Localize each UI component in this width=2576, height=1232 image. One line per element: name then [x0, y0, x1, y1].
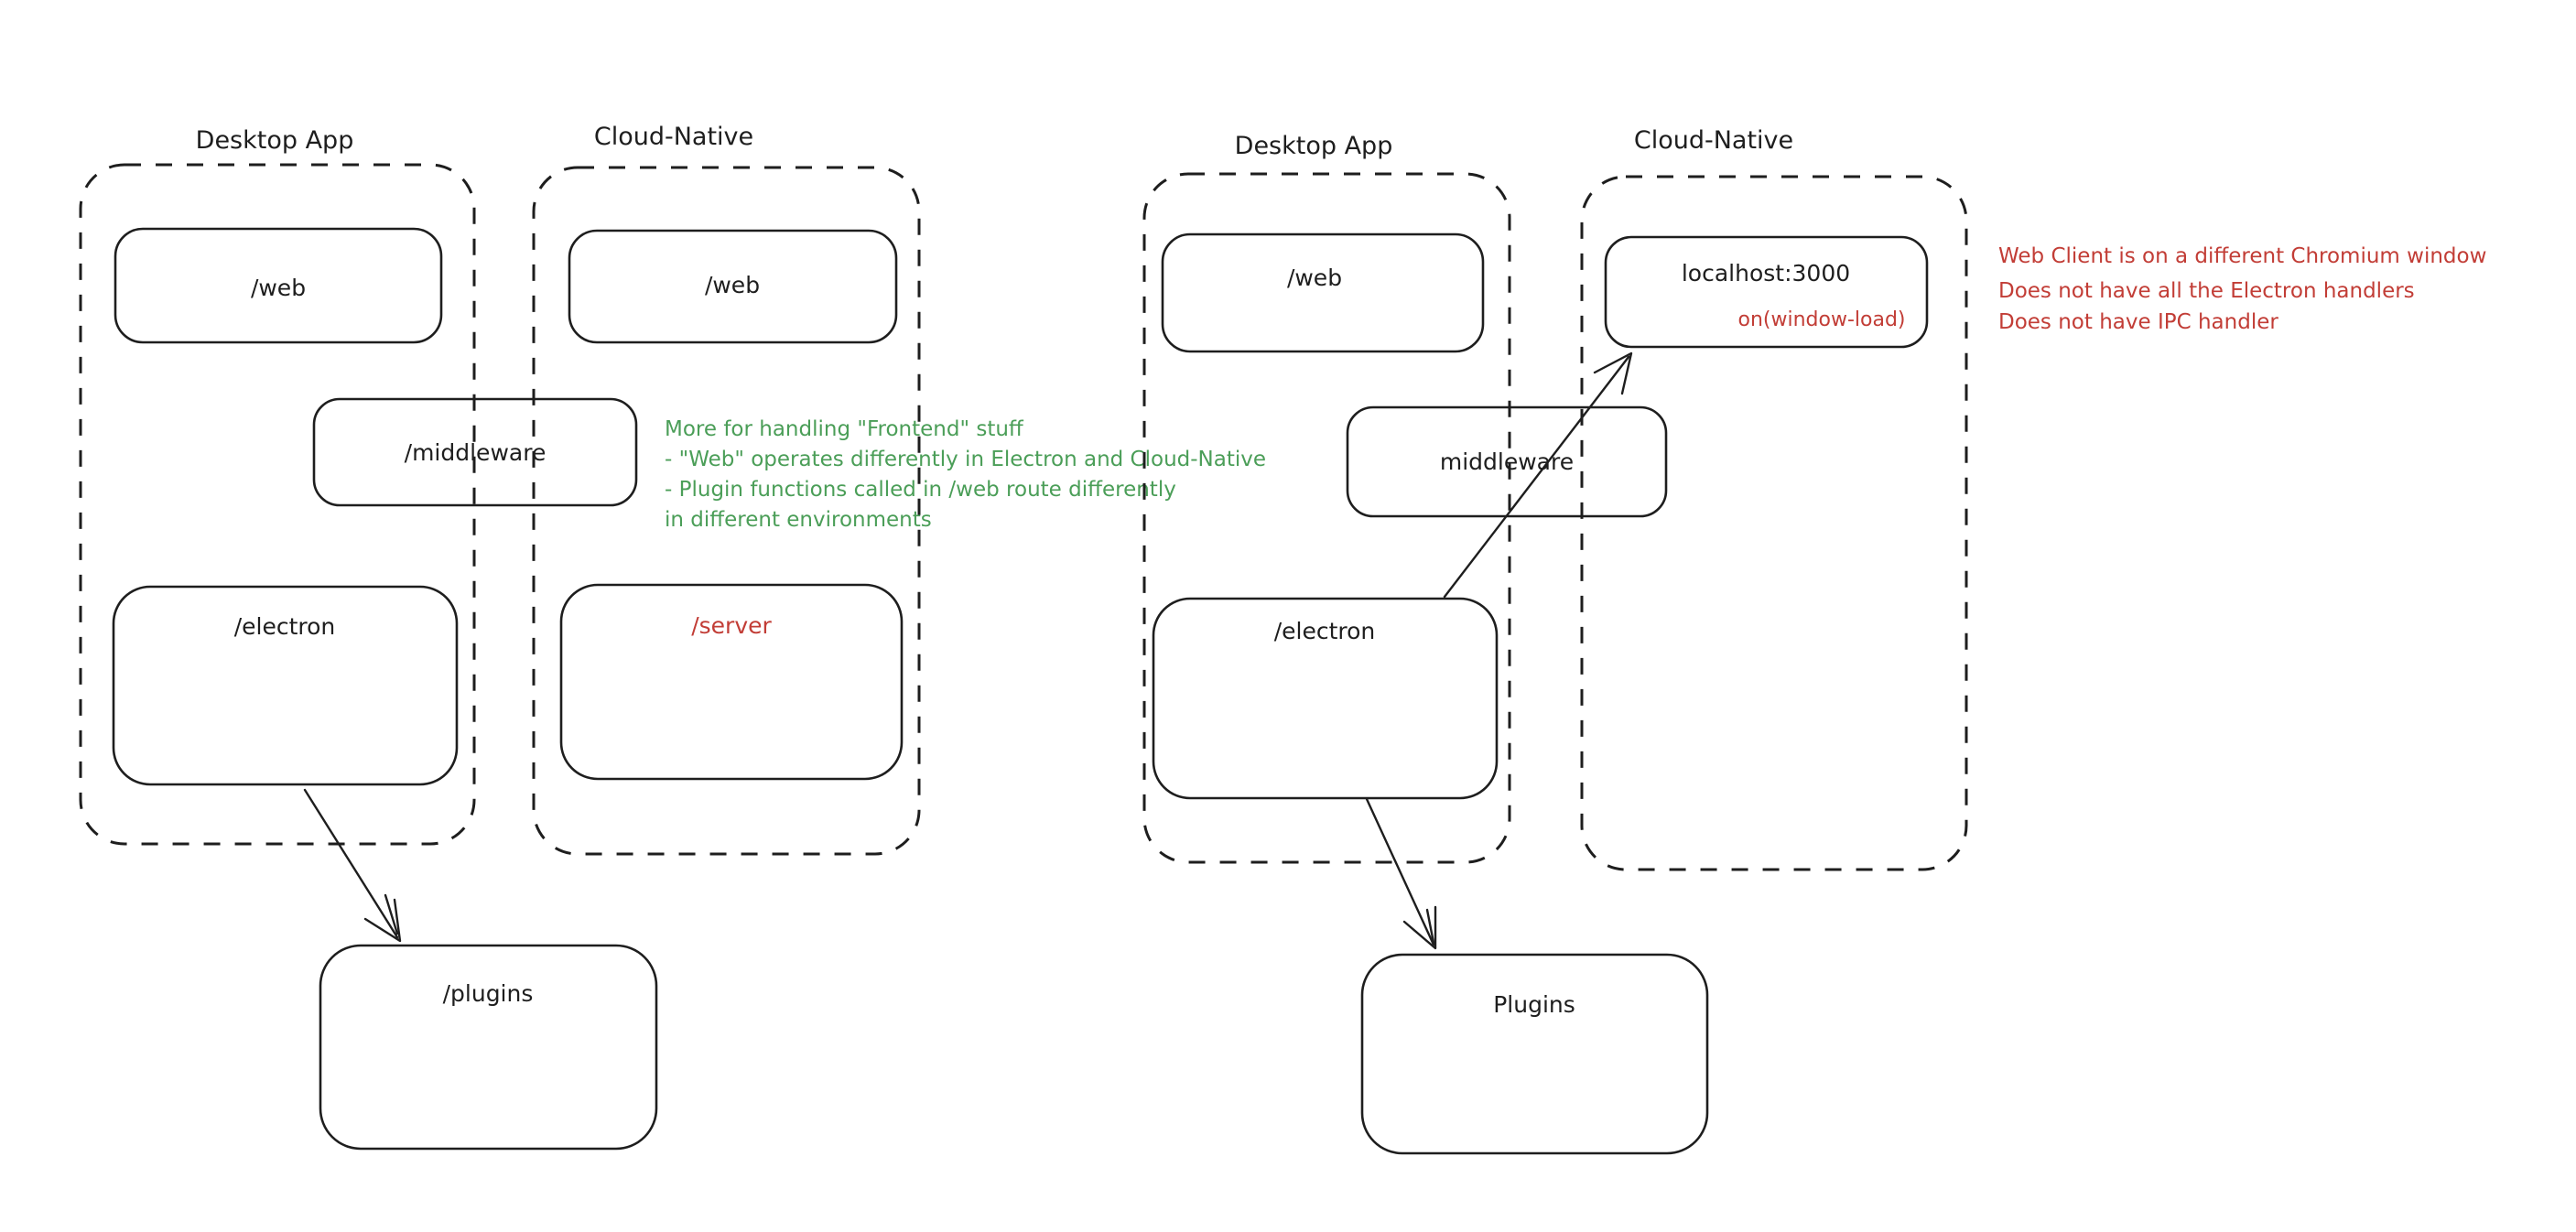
red-annotation: Web Client is on a different Chromium wi… [1998, 244, 2486, 334]
green-annotation: More for handling "Frontend" stuff - "We… [665, 417, 1266, 532]
left-server-label: /server [691, 612, 772, 639]
right-window-load-label: on(window-load) [1738, 308, 1906, 331]
right-desktop-app-container [1142, 172, 1511, 864]
green-annotation-line: - Plugin functions called in /web route … [665, 478, 1176, 502]
left-electron-label: /electron [234, 613, 336, 640]
green-annotation-line: - "Web" operates differently in Electron… [665, 448, 1266, 471]
left-web-desktop-label: /web [251, 275, 306, 301]
red-annotation-line: Does not have all the Electron handlers [1998, 279, 2415, 303]
left-middleware-label: /middleware [405, 439, 547, 466]
left-desktop-app-label: Desktop App [196, 126, 354, 155]
left-web-cloud-box [568, 229, 898, 344]
left-desktop-app-container [79, 163, 476, 846]
right-electron-to-plugins-arrow [1365, 797, 1437, 950]
right-electron-box [1152, 597, 1499, 800]
right-middleware-label: middleware [1440, 448, 1574, 475]
left-electron-to-plugins-arrow [303, 788, 402, 943]
right-web-box [1161, 232, 1485, 353]
left-web-cloud-label: /web [705, 272, 760, 298]
right-cloud-native-container [1580, 175, 1968, 871]
right-plugins-box [1360, 953, 1709, 1155]
red-annotation-line: Does not have IPC handler [1998, 310, 2278, 334]
right-electron-to-localhost-arrow [1443, 351, 1633, 599]
right-electron-label: /electron [1274, 618, 1376, 644]
green-annotation-line: in different environments [665, 508, 932, 532]
right-localhost-box [1604, 235, 1929, 349]
right-cloud-native-label: Cloud-Native [1634, 126, 1793, 155]
left-server-box [559, 583, 904, 781]
left-electron-box [112, 585, 459, 786]
left-plugins-box [319, 944, 658, 1151]
red-annotation-line: Web Client is on a different Chromium wi… [1998, 244, 2486, 268]
left-middleware-box [312, 397, 638, 507]
right-localhost-label: localhost:3000 [1682, 260, 1850, 286]
left-cloud-native-label: Cloud-Native [594, 123, 753, 151]
right-plugins-label: Plugins [1493, 991, 1575, 1018]
right-web-label: /web [1287, 265, 1342, 291]
left-cloud-native-container [532, 166, 921, 856]
green-annotation-line: More for handling "Frontend" stuff [665, 417, 1024, 441]
right-desktop-app-label: Desktop App [1235, 132, 1393, 160]
left-plugins-label: /plugins [443, 980, 534, 1007]
left-web-desktop-box [114, 227, 443, 344]
